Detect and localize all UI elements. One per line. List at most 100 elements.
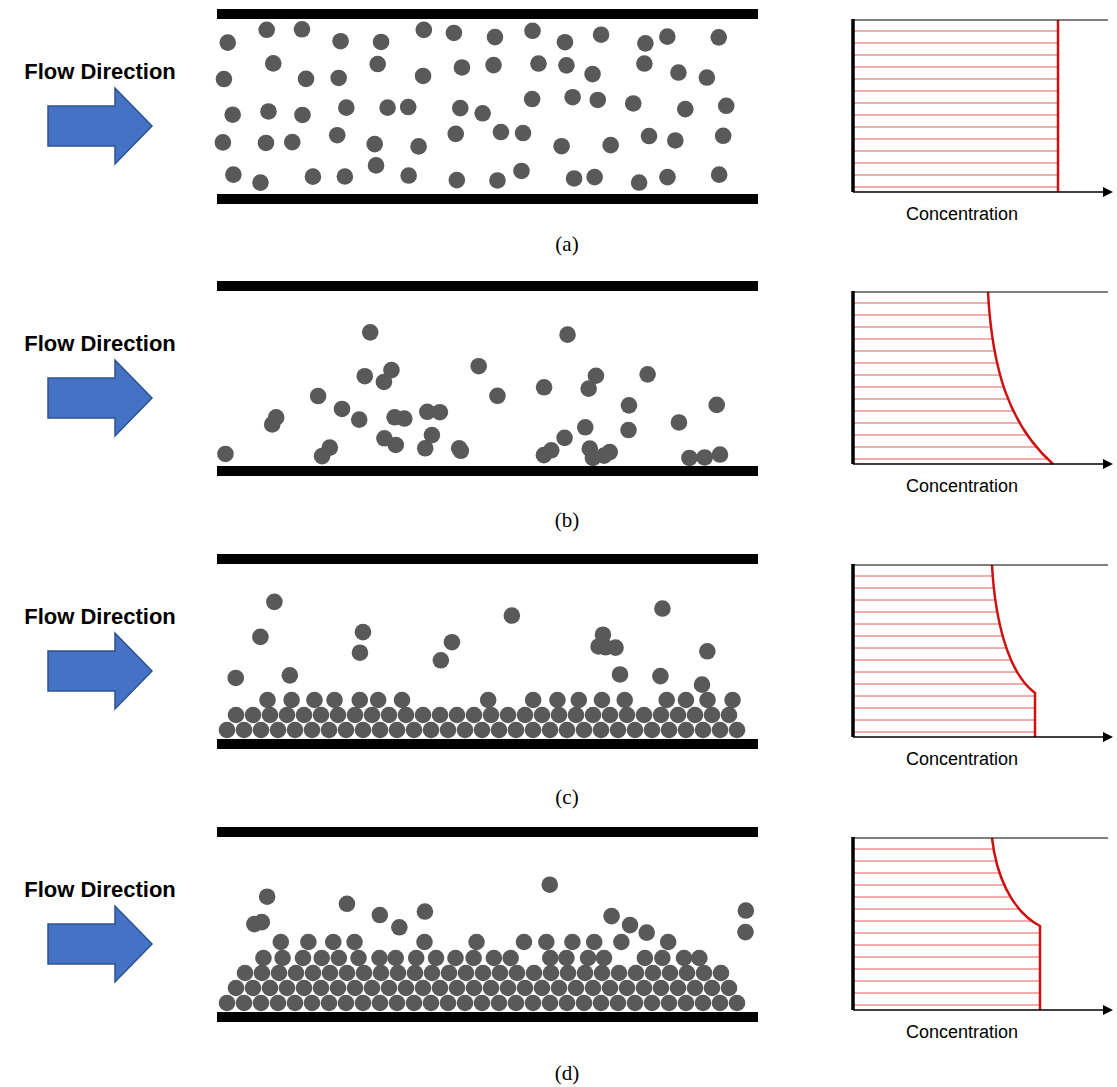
particle bbox=[699, 69, 716, 86]
particle bbox=[394, 692, 411, 709]
particle bbox=[352, 644, 369, 661]
axis bbox=[853, 463, 1104, 465]
particle bbox=[216, 71, 233, 88]
panel-caption: (a) bbox=[555, 232, 578, 256]
particle bbox=[644, 722, 661, 739]
particle bbox=[468, 934, 485, 951]
particle bbox=[246, 916, 263, 933]
particle bbox=[440, 995, 457, 1012]
particle bbox=[417, 903, 434, 920]
particle bbox=[570, 692, 587, 709]
particle bbox=[376, 430, 393, 447]
particle bbox=[491, 722, 508, 739]
particle bbox=[559, 326, 576, 343]
panel bbox=[48, 281, 1113, 476]
flow-label: Flow Direction bbox=[24, 877, 176, 902]
particle bbox=[517, 980, 534, 997]
top-line bbox=[853, 837, 1108, 838]
particle bbox=[641, 128, 658, 145]
particle bbox=[369, 56, 386, 73]
particle bbox=[636, 980, 653, 997]
particle bbox=[586, 169, 603, 186]
particle bbox=[287, 995, 304, 1012]
particle bbox=[661, 722, 678, 739]
particle bbox=[491, 995, 508, 1012]
panel-caption: (b) bbox=[555, 508, 580, 532]
label-holder: Flow Direction bbox=[24, 331, 176, 357]
particle bbox=[279, 980, 296, 997]
particle bbox=[373, 965, 390, 982]
particle bbox=[524, 91, 541, 108]
particle bbox=[252, 174, 269, 191]
particle bbox=[356, 368, 373, 385]
particle bbox=[504, 607, 521, 624]
particle bbox=[259, 692, 276, 709]
label-holder: Concentration bbox=[906, 1022, 1018, 1043]
particle bbox=[313, 950, 330, 967]
particle bbox=[637, 950, 654, 967]
particle bbox=[500, 707, 517, 724]
particle bbox=[729, 995, 746, 1012]
particle bbox=[300, 934, 317, 951]
particle bbox=[400, 99, 417, 116]
axis-arrowhead bbox=[1103, 187, 1113, 197]
particle bbox=[452, 100, 469, 117]
particle bbox=[637, 35, 654, 52]
particle bbox=[466, 707, 483, 724]
particle bbox=[638, 924, 655, 941]
particle bbox=[636, 55, 653, 72]
particle bbox=[270, 995, 287, 1012]
particle bbox=[710, 29, 727, 46]
particle bbox=[334, 401, 351, 418]
particle bbox=[371, 950, 388, 967]
particle bbox=[325, 934, 342, 951]
particle bbox=[543, 442, 560, 459]
particle bbox=[585, 450, 602, 467]
particle bbox=[274, 950, 291, 967]
particle bbox=[485, 57, 502, 74]
flow-arrow bbox=[48, 360, 152, 436]
particle bbox=[254, 965, 271, 982]
particle bbox=[245, 707, 262, 724]
pipe-wall bbox=[217, 1012, 758, 1022]
particle bbox=[423, 995, 440, 1012]
particle bbox=[589, 92, 606, 109]
particle bbox=[627, 995, 644, 1012]
particle bbox=[557, 34, 574, 51]
particle bbox=[593, 26, 610, 43]
particle bbox=[347, 707, 364, 724]
particle bbox=[559, 722, 576, 739]
particle bbox=[653, 707, 670, 724]
particle bbox=[351, 692, 368, 709]
particle bbox=[262, 980, 279, 997]
particle bbox=[708, 397, 725, 414]
particle bbox=[568, 707, 585, 724]
axis bbox=[853, 191, 1104, 193]
particle bbox=[724, 692, 741, 709]
particle bbox=[558, 950, 575, 967]
particle bbox=[653, 980, 670, 997]
profile-curve bbox=[992, 565, 1035, 737]
particle bbox=[551, 980, 568, 997]
particle bbox=[542, 950, 559, 967]
particle bbox=[549, 692, 566, 709]
particle bbox=[416, 22, 433, 39]
particle bbox=[465, 950, 482, 967]
particle bbox=[619, 980, 636, 997]
particle bbox=[489, 387, 506, 404]
panel bbox=[48, 554, 1113, 749]
particle bbox=[679, 965, 696, 982]
particle bbox=[660, 934, 677, 951]
particle bbox=[658, 692, 675, 709]
panel bbox=[48, 9, 1113, 204]
panel-caption: (d) bbox=[555, 1061, 580, 1085]
particle bbox=[356, 965, 373, 982]
particle bbox=[304, 722, 321, 739]
particle bbox=[576, 995, 593, 1012]
particle bbox=[695, 722, 712, 739]
particle bbox=[584, 66, 601, 83]
particle bbox=[509, 965, 526, 982]
particle bbox=[699, 643, 716, 660]
pipe-wall bbox=[217, 9, 758, 19]
